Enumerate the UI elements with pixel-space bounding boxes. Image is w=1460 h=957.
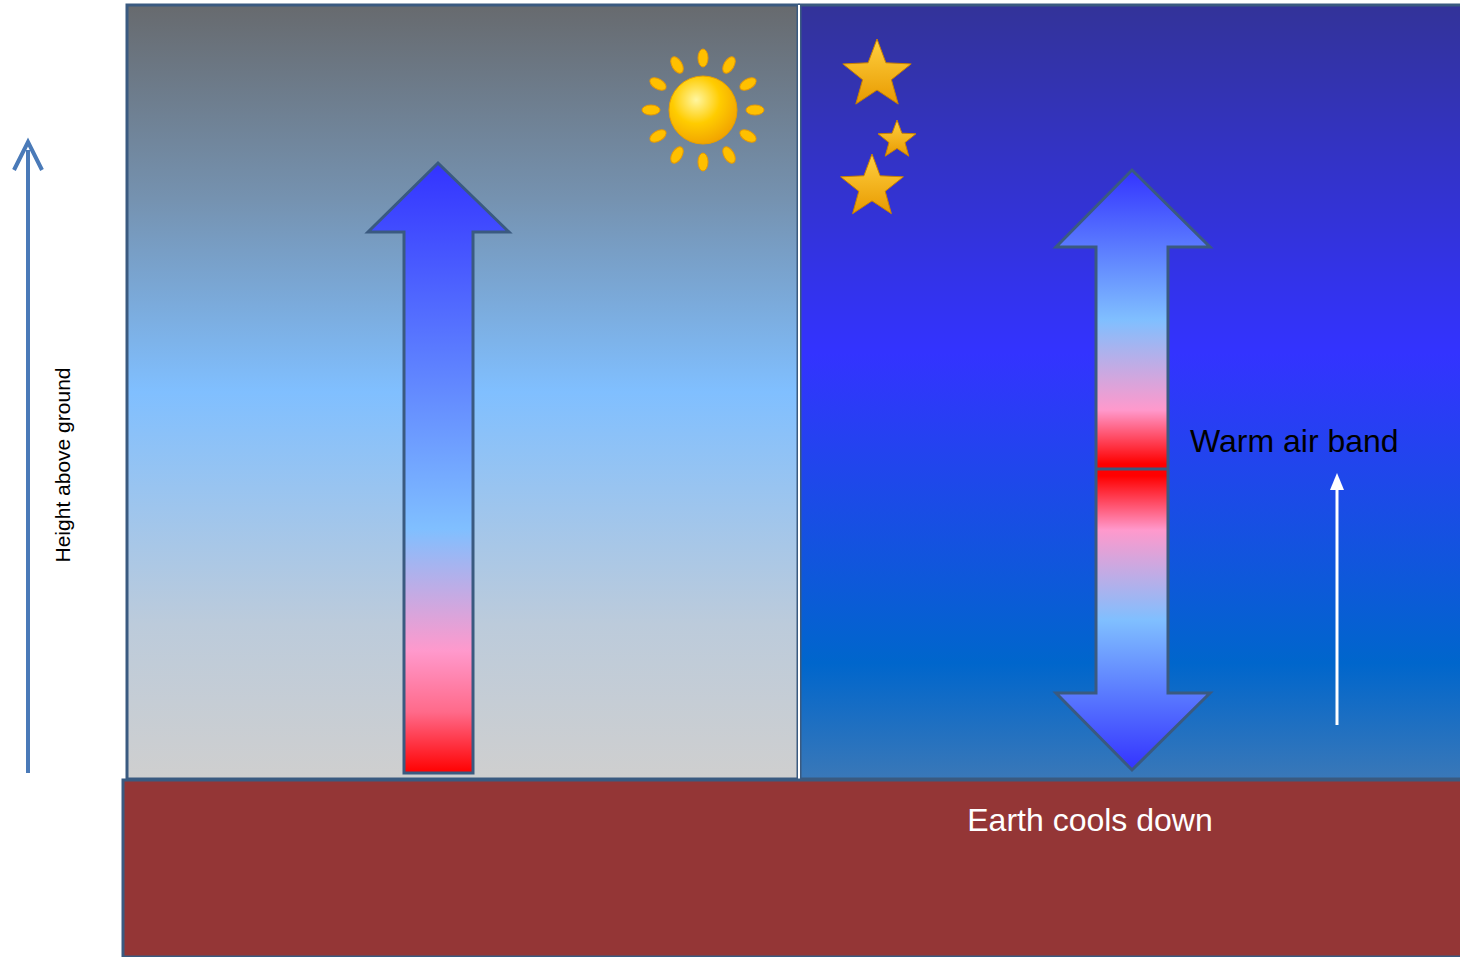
height-axis (26, 150, 30, 773)
sun-ray (720, 145, 738, 166)
star (843, 39, 911, 104)
sun-ray (720, 55, 738, 76)
band-label: Warm air band (1190, 423, 1399, 460)
sun-ray (698, 153, 708, 171)
ground-band (123, 780, 1460, 957)
sun-ray (738, 127, 759, 145)
day-panel (127, 5, 798, 779)
rising-heat-arrow (368, 163, 509, 773)
star (841, 154, 904, 214)
inversion-line (1096, 468, 1168, 471)
sun-ray (648, 127, 669, 145)
height-axis-head (14, 142, 42, 170)
sun-icon (642, 49, 764, 171)
sun-ray (668, 145, 686, 166)
sun-ray (648, 75, 669, 93)
sun-ray (668, 55, 686, 76)
warm-band-pointer-head (1330, 473, 1344, 490)
sun-ray (738, 75, 759, 93)
sun-ray (698, 49, 708, 67)
star (878, 120, 916, 156)
ground-caption: Earth cools down (967, 802, 1212, 839)
inversion-arrow (1056, 170, 1210, 770)
night-panel (800, 5, 1460, 779)
warm-band-pointer (1336, 488, 1339, 725)
axis-label: Height above ground (51, 368, 75, 563)
ground-node: Earth cools down (123, 780, 1460, 957)
panel-divider (798, 5, 800, 779)
star-icons (841, 39, 916, 214)
sun-ray (642, 105, 660, 115)
sun-ray (746, 105, 764, 115)
